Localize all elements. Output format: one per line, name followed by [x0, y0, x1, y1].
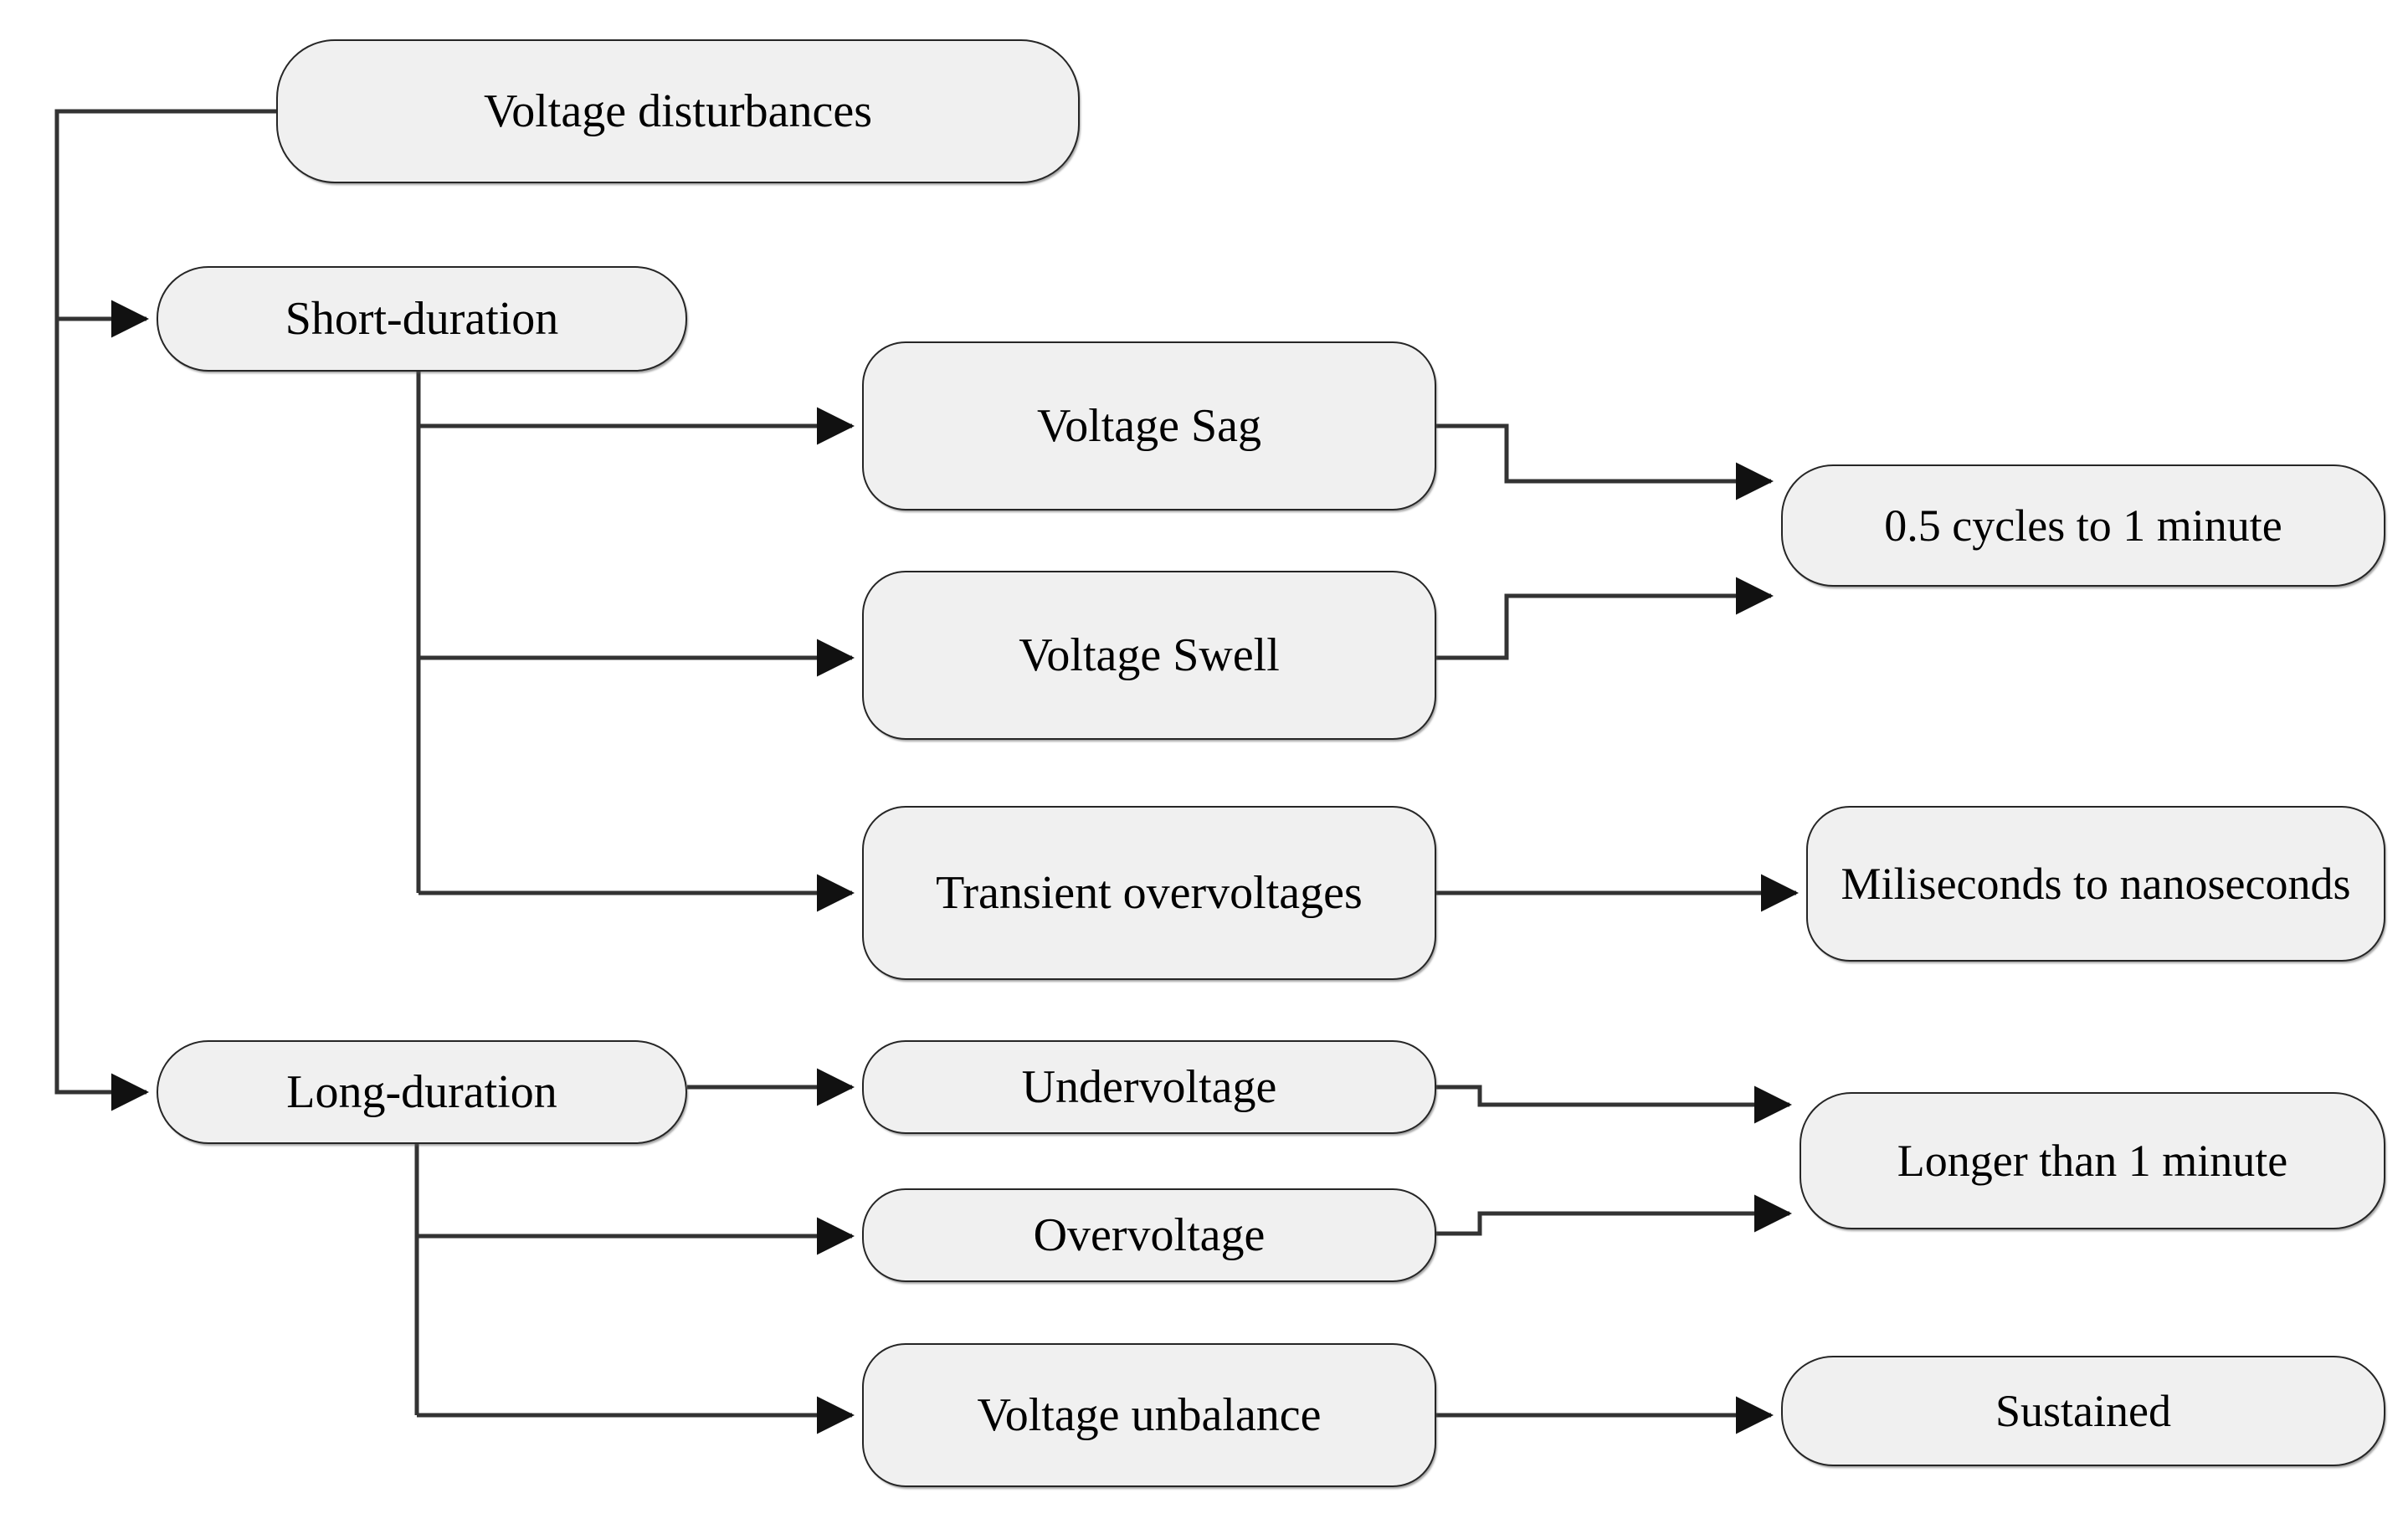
node-label: Sustained: [1995, 1385, 2171, 1436]
node-voltage-sag[interactable]: Voltage Sag: [862, 341, 1436, 510]
node-duration-long[interactable]: Longer than 1 minute: [1800, 1092, 2385, 1229]
node-label: Longer than 1 minute: [1897, 1135, 2288, 1186]
edge-swell-to-duration: [1436, 577, 1774, 660]
node-label: Transient overvoltages: [936, 866, 1363, 919]
node-label: Short-duration: [285, 292, 559, 345]
node-label: Long-duration: [286, 1065, 557, 1118]
node-label: Voltage Swell: [1019, 628, 1280, 681]
node-label: Overvoltage: [1033, 1208, 1266, 1261]
edge-over-to-duration: [1436, 1194, 1793, 1236]
node-label: Voltage Sag: [1036, 399, 1262, 452]
edge-under-to-duration: [1436, 1085, 1793, 1124]
node-undervoltage[interactable]: Undervoltage: [862, 1040, 1436, 1134]
node-long-duration[interactable]: Long-duration: [157, 1040, 687, 1144]
node-transient-overvoltages[interactable]: Transient overvoltages: [862, 806, 1436, 980]
node-overvoltage[interactable]: Overvoltage: [862, 1188, 1436, 1282]
edge-sag-to-duration: [1436, 423, 1774, 500]
node-label: Undervoltage: [1021, 1060, 1277, 1113]
edge-root-to-long: [54, 111, 150, 1111]
node-voltage-unbalance[interactable]: Voltage unbalance: [862, 1343, 1436, 1487]
node-duration-short[interactable]: 0.5 cycles to 1 minute: [1781, 464, 2385, 587]
node-label: Voltage unbalance: [977, 1388, 1322, 1441]
node-short-duration[interactable]: Short-duration: [157, 266, 687, 372]
node-duration-sustained[interactable]: Sustained: [1781, 1356, 2385, 1466]
node-label: 0.5 cycles to 1 minute: [1884, 500, 2282, 551]
node-voltage-disturbances[interactable]: Voltage disturbances: [276, 39, 1080, 183]
node-duration-transient[interactable]: Miliseconds to nanoseconds: [1806, 806, 2385, 962]
node-label: Voltage disturbances: [484, 85, 872, 137]
node-label: Miliseconds to nanoseconds: [1841, 858, 2351, 909]
node-voltage-swell[interactable]: Voltage Swell: [862, 571, 1436, 740]
